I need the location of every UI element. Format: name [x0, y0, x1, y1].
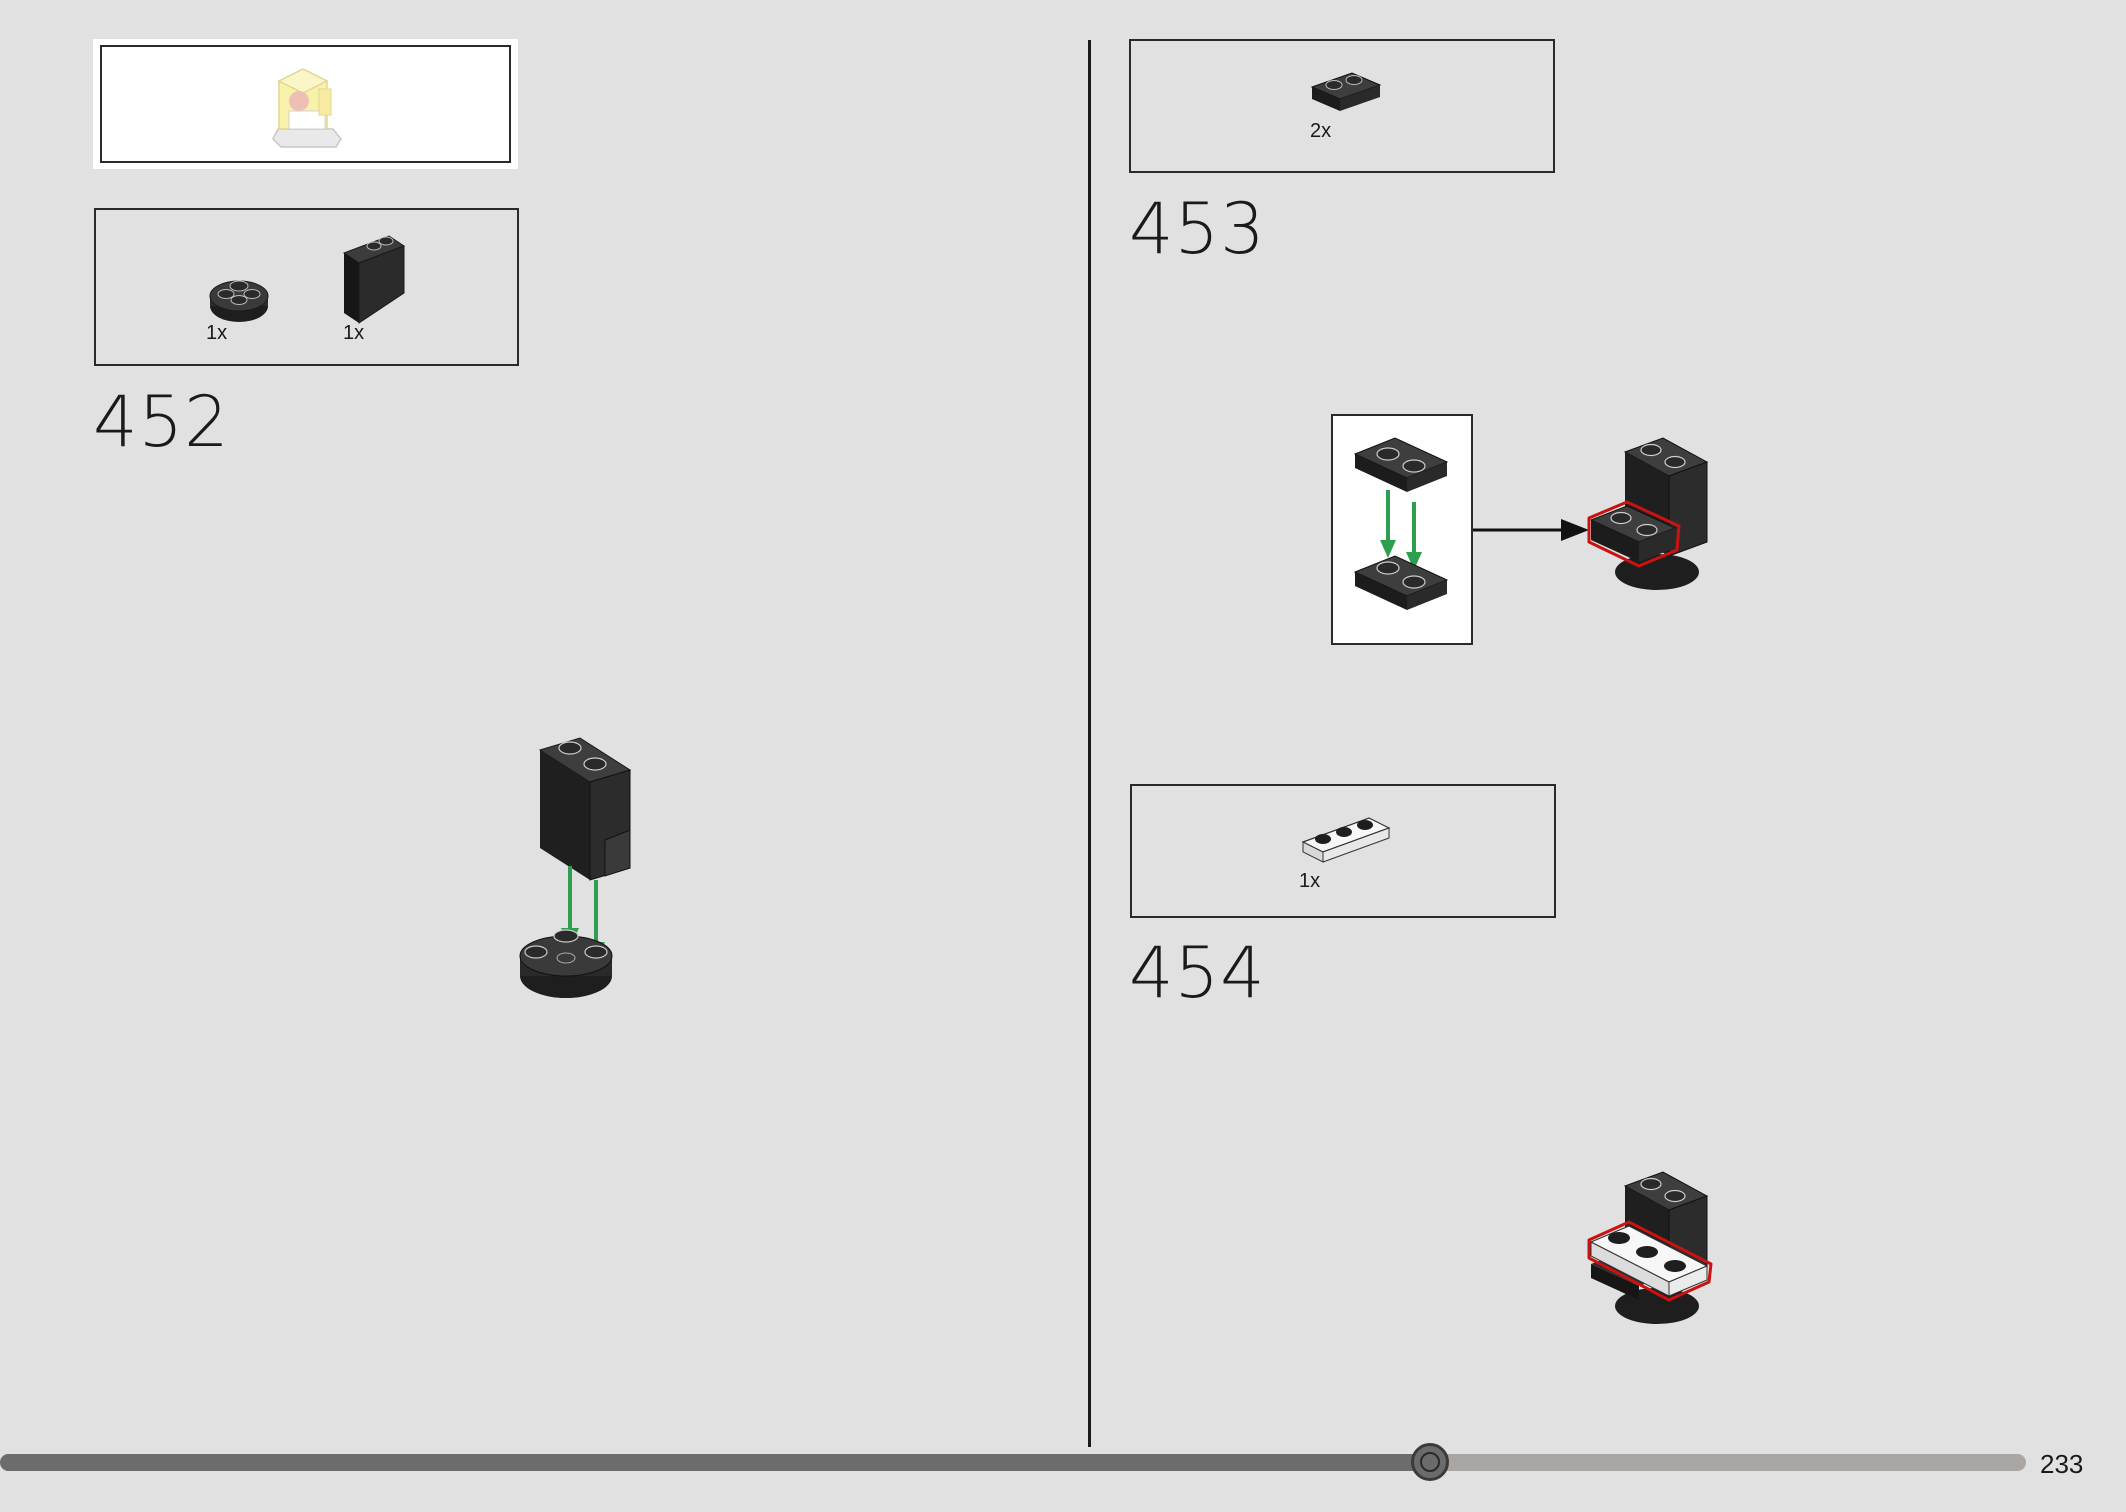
progress-handle[interactable] — [1411, 1443, 1449, 1481]
submodel-preview-image — [272, 68, 342, 148]
part-quantity: 2x — [1310, 120, 1332, 142]
step-number-453: 453 — [1129, 188, 1266, 270]
part-quantity: 1x — [206, 322, 228, 344]
callout-arrow — [1473, 519, 1589, 541]
step-number-452: 452 — [93, 381, 230, 463]
panel-1x2x2-part — [342, 235, 406, 324]
round-plate-2x2-part — [209, 280, 269, 322]
part-quantity: 1x — [1299, 870, 1321, 892]
parts-list-step-453: 2x — [1129, 39, 1555, 173]
stacked-plates-illustration — [1353, 437, 1449, 610]
progress-handle-ring — [1420, 1452, 1440, 1472]
submodel-thumbnail — [93, 39, 518, 169]
step-453-result-illustration — [1587, 437, 1709, 590]
progress-fill — [0, 1454, 1430, 1471]
progress-track[interactable] — [0, 1454, 2026, 1471]
page-number: 233 — [2040, 1449, 2084, 1479]
step-454-result-illustration — [1587, 1171, 1713, 1324]
substep-callout — [1331, 414, 1473, 645]
page-divider — [1088, 40, 1091, 1447]
part-quantity: 1x — [343, 322, 365, 344]
step-452-assembly-illustration — [519, 737, 632, 998]
parts-list-step-454: 1x — [1130, 784, 1556, 918]
plate-1x3-white-part — [1301, 817, 1391, 863]
step-number-454: 454 — [1129, 932, 1266, 1014]
parts-list-step-452: 1x 1x — [94, 208, 519, 366]
plate-1x2-part — [1310, 72, 1382, 111]
